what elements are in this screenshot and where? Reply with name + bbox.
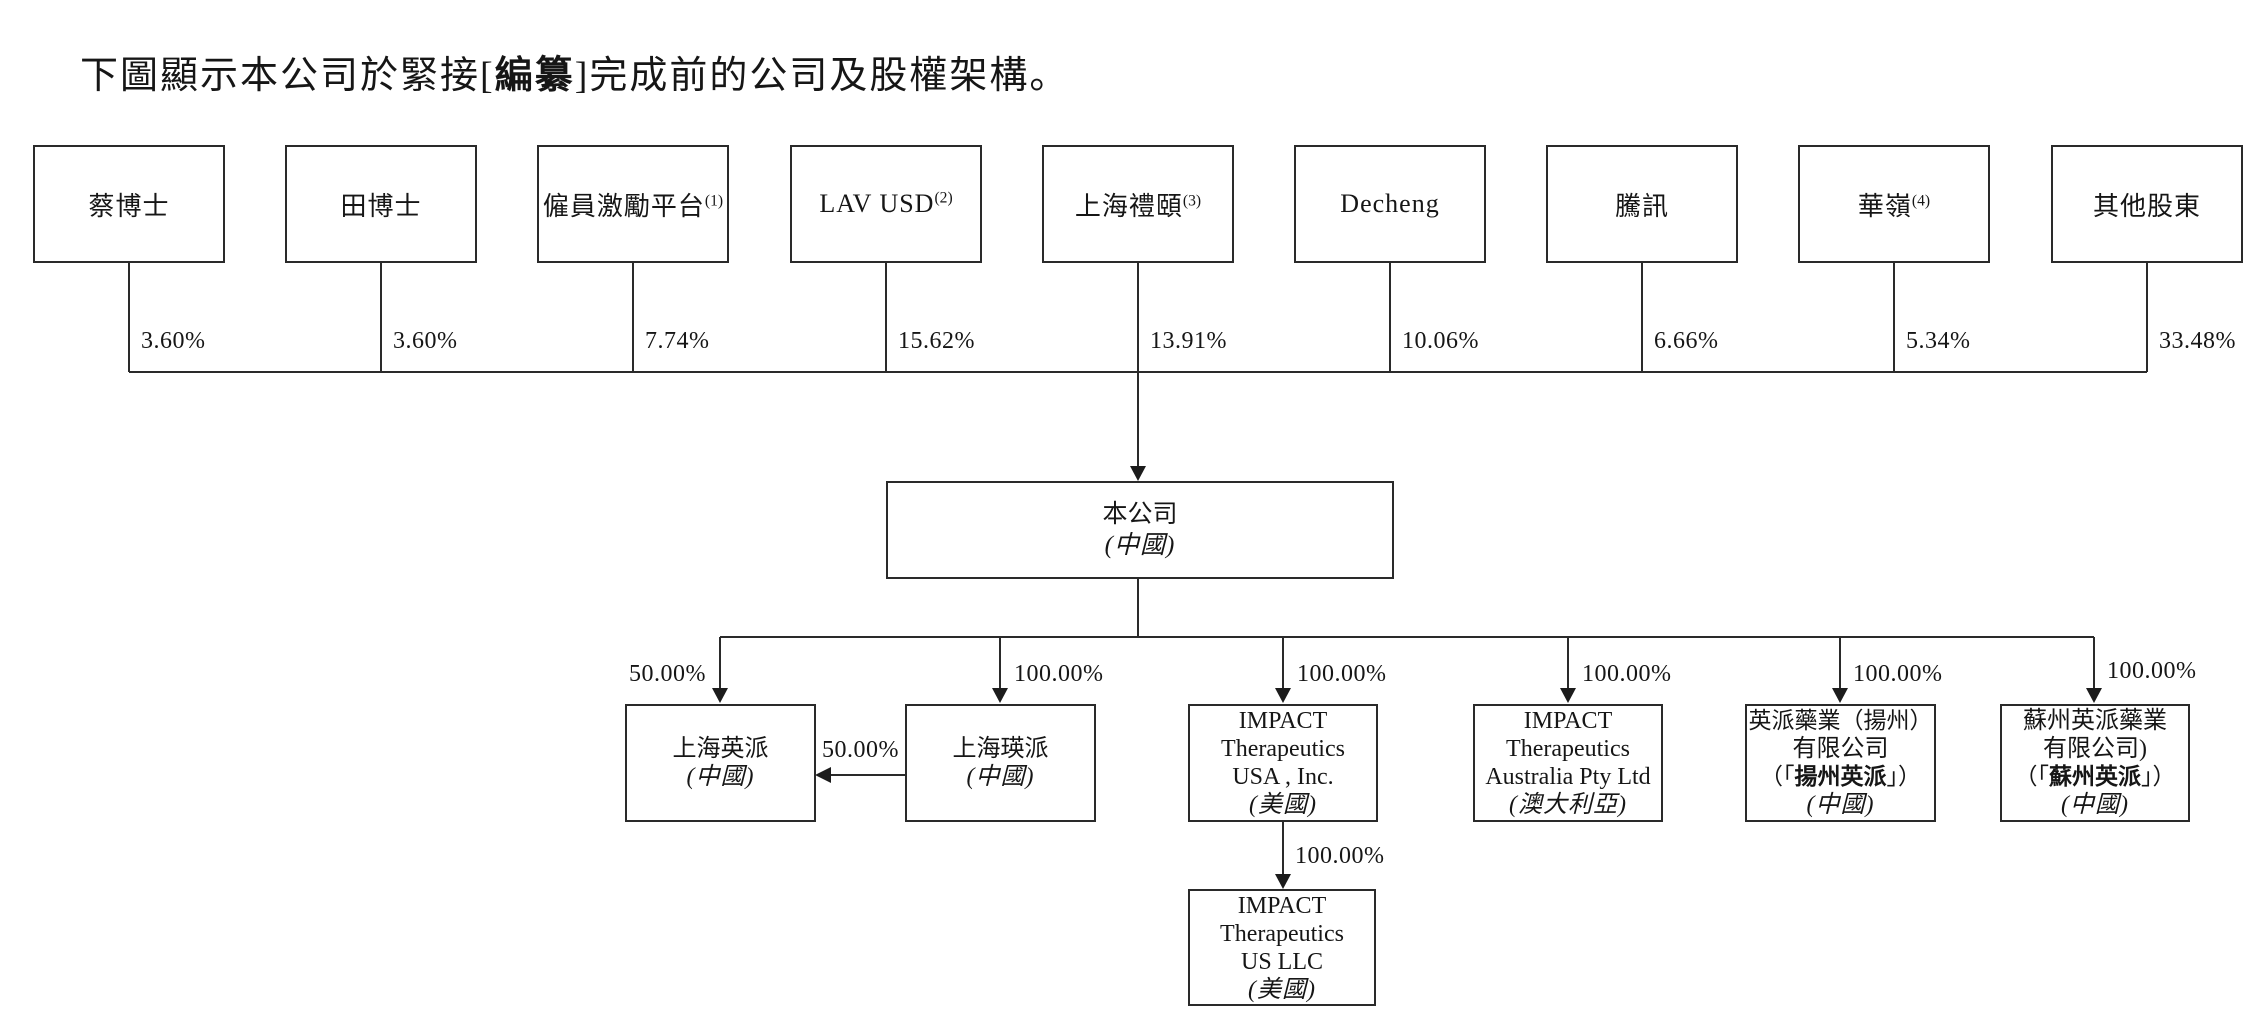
shanghai-yingpai2-jurisdiction: (中國) bbox=[966, 764, 1035, 790]
box-impact-us-llc: IMPACT Therapeutics US LLC (美國) bbox=[1188, 889, 1376, 1006]
yangzhou-quote-close: 」） bbox=[1886, 764, 1922, 789]
box-other-shareholders: 其他股東 bbox=[2051, 145, 2243, 263]
arrowhead-cross-holding bbox=[815, 767, 831, 783]
arrowhead-sub-3 bbox=[1275, 688, 1291, 703]
percent-dr-cai: 3.60% bbox=[141, 328, 206, 354]
percent-shanghai-yingpai2: 100.00% bbox=[1014, 661, 1104, 687]
box-yangzhou-yingpai: 英派藥業（揚州） 有限公司 （「揚州英派」） (中國) bbox=[1745, 704, 1936, 822]
shanghai-liyi-note: (3) bbox=[1182, 191, 1202, 209]
percent-decheng: 10.06% bbox=[1402, 328, 1479, 354]
percent-impact-us-llc: 100.00% bbox=[1295, 843, 1385, 869]
other-shareholders-label: 其他股東 bbox=[2092, 191, 2201, 221]
box-decheng: Decheng bbox=[1294, 145, 1486, 263]
company-name: 本公司 bbox=[1102, 501, 1178, 528]
shanghai-yingpai2-name: 上海瑛派 bbox=[952, 736, 1049, 762]
box-shanghai-liyi: 上海禮頤(3) bbox=[1042, 145, 1234, 263]
suzhou-short-name: 蘇州英派 bbox=[2049, 764, 2141, 789]
arrowhead-sub-4 bbox=[1560, 688, 1576, 703]
yangzhou-short-name: 揚州英派 bbox=[1794, 764, 1887, 789]
impact-us-llc-line3: US LLC bbox=[1240, 948, 1323, 975]
suzhou-yingpai-shortname-line: （「蘇州英派」） bbox=[2015, 763, 2176, 791]
diagram-caption: 下圖顯示本公司於緊接[編纂]完成前的公司及股權架構。 bbox=[80, 44, 1069, 99]
percent-shanghai-liyi: 13.91% bbox=[1150, 328, 1227, 354]
percent-dr-tian: 3.60% bbox=[393, 328, 458, 354]
impact-us-llc-jurisdiction: (美國) bbox=[1248, 976, 1316, 1003]
caption-redacted: 編纂 bbox=[494, 55, 575, 97]
suzhou-quote-close: 」） bbox=[2141, 764, 2176, 789]
lav-usd-note: (2) bbox=[934, 189, 953, 207]
box-hualing: 華嶺(4) bbox=[1798, 145, 1990, 263]
box-impact-usa: IMPACT Therapeutics USA , Inc. (美國) bbox=[1188, 704, 1378, 822]
yangzhou-yingpai-jurisdiction: (中國) bbox=[1806, 792, 1875, 818]
suzhou-yingpai-jurisdiction: (中國) bbox=[2061, 792, 2129, 818]
impact-usa-jurisdiction: (美國) bbox=[1249, 792, 1317, 818]
impact-usa-line2: Therapeutics bbox=[1221, 736, 1345, 762]
percent-hualing: 5.34% bbox=[1906, 328, 1971, 354]
employee-platform-note: (1) bbox=[704, 191, 724, 209]
arrowhead-sub-6 bbox=[2086, 688, 2102, 703]
impact-usa-line1: IMPACT bbox=[1238, 708, 1328, 734]
tencent-label: 騰訊 bbox=[1614, 191, 1669, 221]
percent-impact-usa: 100.00% bbox=[1297, 661, 1387, 687]
suzhou-quote-open: （「 bbox=[2014, 764, 2050, 789]
box-dr-cai: 蔡博士 bbox=[33, 145, 225, 263]
box-impact-australia: IMPACT Therapeutics Australia Pty Ltd (澳… bbox=[1473, 704, 1663, 822]
yangzhou-yingpai-line1: 英派藥業（揚州） bbox=[1748, 708, 1933, 733]
dr-tian-label: 田博士 bbox=[340, 191, 422, 221]
impact-australia-line1: IMPACT bbox=[1523, 708, 1613, 734]
shanghai-liyi-label: 上海禮頤 bbox=[1074, 191, 1183, 221]
box-suzhou-yingpai: 蘇州英派藥業 有限公司) （「蘇州英派」） (中國) bbox=[2000, 704, 2190, 822]
box-employee-incentive-platform: 僱員激勵平台(1) bbox=[537, 145, 729, 263]
hualing-label: 華嶺 bbox=[1857, 191, 1912, 221]
percent-employee-platform: 7.74% bbox=[645, 328, 710, 354]
impact-australia-line2: Therapeutics bbox=[1506, 736, 1630, 762]
percent-tencent: 6.66% bbox=[1654, 328, 1719, 354]
yangzhou-quote-open: （「 bbox=[1760, 764, 1795, 789]
impact-australia-line3: Australia Pty Ltd bbox=[1485, 764, 1651, 790]
impact-us-llc-line1: IMPACT bbox=[1237, 892, 1327, 919]
yangzhou-yingpai-shortname-line: （「揚州英派」） bbox=[1760, 763, 1921, 791]
box-tencent: 騰訊 bbox=[1546, 145, 1738, 263]
hualing-note: (4) bbox=[1911, 191, 1931, 209]
caption-prefix: 下圖顯示本公司於緊接 bbox=[80, 55, 481, 97]
arrowhead-grandchild bbox=[1275, 874, 1291, 889]
shanghai-yingpai-name: 上海英派 bbox=[672, 736, 769, 762]
box-shanghai-yingpai: 上海英派 (中國) bbox=[625, 704, 816, 822]
percent-cross-holding: 50.00% bbox=[822, 737, 899, 763]
box-the-company: 本公司 (中國) bbox=[886, 481, 1394, 579]
suzhou-yingpai-line1: 蘇州英派藥業 bbox=[2023, 708, 2167, 734]
percent-other-shareholders: 33.48% bbox=[2159, 328, 2236, 354]
decheng-label: Decheng bbox=[1340, 189, 1440, 218]
impact-australia-jurisdiction: (澳大利亞) bbox=[1509, 792, 1627, 818]
arrowhead-sub-5 bbox=[1832, 688, 1848, 703]
lav-usd-label: LAV USD bbox=[819, 189, 935, 218]
suzhou-yingpai-line2: 有限公司) bbox=[2043, 736, 2147, 762]
employee-platform-label: 僱員激勵平台 bbox=[542, 191, 705, 221]
percent-impact-australia: 100.00% bbox=[1582, 661, 1672, 687]
yangzhou-yingpai-line2: 有限公司 bbox=[1792, 736, 1889, 762]
box-shanghai-yingpai2: 上海瑛派 (中國) bbox=[905, 704, 1096, 822]
dr-cai-label: 蔡博士 bbox=[88, 191, 170, 221]
box-dr-tian: 田博士 bbox=[285, 145, 477, 263]
percent-shanghai-yingpai: 50.00% bbox=[629, 661, 706, 687]
shanghai-yingpai-jurisdiction: (中國) bbox=[686, 764, 755, 790]
caption-suffix: 完成前的公司及股權架構。 bbox=[589, 55, 1070, 97]
impact-usa-line3: USA , Inc. bbox=[1232, 764, 1334, 790]
percent-lav-usd: 15.62% bbox=[898, 328, 975, 354]
arrowhead-sub-1 bbox=[712, 688, 728, 703]
arrowhead-company bbox=[1130, 466, 1146, 481]
company-jurisdiction: (中國) bbox=[1104, 532, 1176, 559]
box-lav-usd: LAV USD(2) bbox=[790, 145, 982, 263]
percent-yangzhou-yingpai: 100.00% bbox=[1853, 661, 1943, 687]
percent-suzhou-yingpai: 100.00% bbox=[2107, 658, 2197, 684]
caption-bracket-close: ] bbox=[574, 55, 590, 97]
arrowhead-sub-2 bbox=[992, 688, 1008, 703]
caption-bracket-open: [ bbox=[480, 55, 495, 97]
impact-us-llc-line2: Therapeutics bbox=[1220, 920, 1344, 947]
